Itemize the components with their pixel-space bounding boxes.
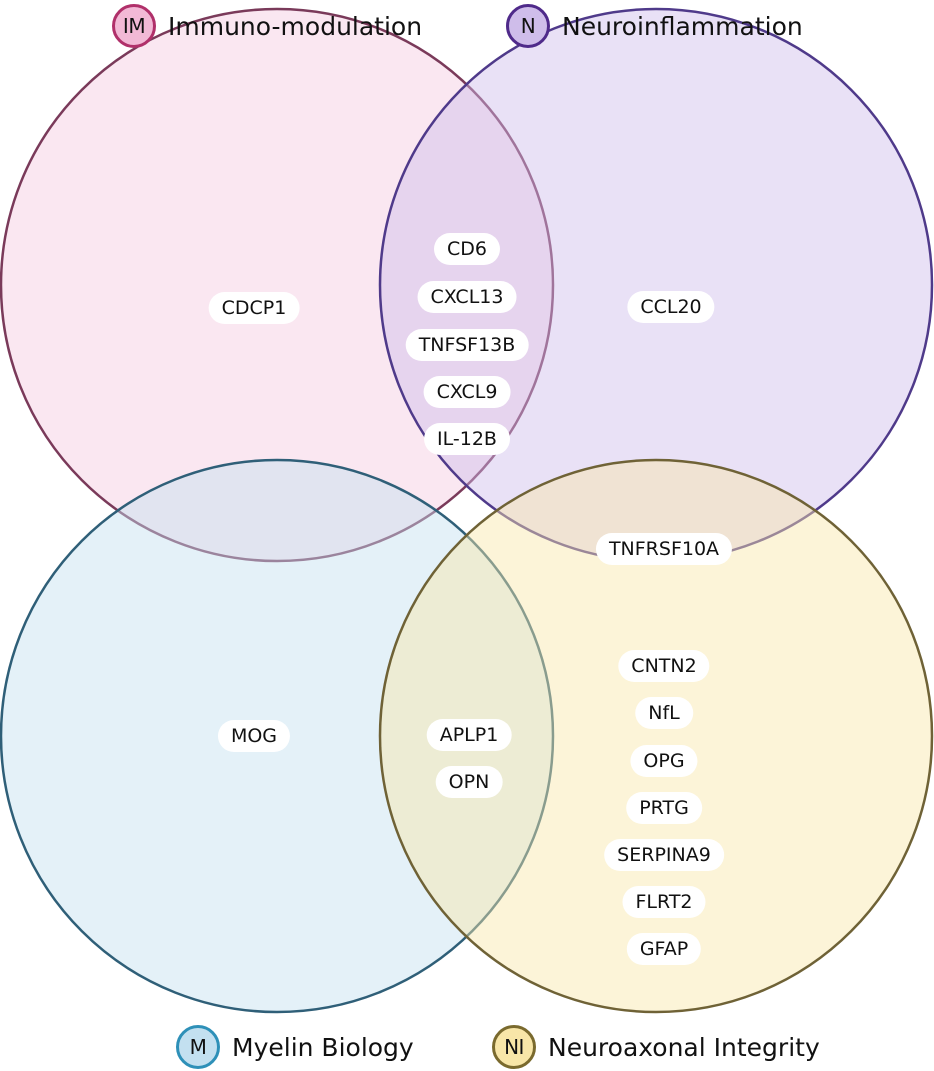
marker-aplp1: APLP1 bbox=[426, 719, 512, 751]
neuroinflammation-badge: N bbox=[506, 4, 550, 48]
myelin-biology-label: Myelin Biology bbox=[232, 1032, 414, 1062]
legend-myelin-biology: M Myelin Biology bbox=[176, 1025, 414, 1069]
marker-tnfsf13b: TNFSF13B bbox=[405, 329, 529, 361]
neuroaxonal-integrity-circle bbox=[378, 458, 934, 1014]
marker-il-12b: IL-12B bbox=[424, 423, 510, 455]
marker-prtg: PRTG bbox=[626, 792, 702, 824]
marker-cd6: CD6 bbox=[434, 233, 500, 265]
marker-opn: OPN bbox=[435, 766, 503, 798]
marker-flrt2: FLRT2 bbox=[622, 886, 706, 918]
marker-cdcp1: CDCP1 bbox=[208, 292, 300, 324]
marker-tnfrsf10a: TNFRSF10A bbox=[595, 533, 733, 565]
neuroaxonal-integrity-badge: NI bbox=[492, 1025, 536, 1069]
legend-neuroaxonal-integrity: NI Neuroaxonal Integrity bbox=[492, 1025, 820, 1069]
immunomodulation-circle bbox=[0, 7, 555, 563]
immunomodulation-label: Immuno-modulation bbox=[168, 11, 423, 41]
legend-neuroinflammation: N Neuroinflammation bbox=[506, 4, 803, 48]
marker-cntn2: CNTN2 bbox=[618, 650, 710, 682]
marker-nfl: NfL bbox=[635, 697, 693, 729]
marker-cxcl13: CXCL13 bbox=[417, 281, 517, 313]
marker-serpina9: SERPINA9 bbox=[604, 839, 724, 871]
immunomodulation-badge: IM bbox=[112, 4, 156, 48]
marker-gfap: GFAP bbox=[626, 933, 702, 965]
neuroaxonal-integrity-label: Neuroaxonal Integrity bbox=[548, 1032, 820, 1062]
marker-mog: MOG bbox=[217, 720, 291, 752]
marker-ccl20: CCL20 bbox=[627, 291, 715, 323]
marker-cxcl9: CXCL9 bbox=[423, 376, 511, 408]
myelin-biology-badge: M bbox=[176, 1025, 220, 1069]
legend-immunomodulation: IM Immuno-modulation bbox=[112, 4, 422, 48]
neuroinflammation-label: Neuroinflammation bbox=[562, 11, 803, 41]
marker-opg: OPG bbox=[630, 745, 698, 777]
